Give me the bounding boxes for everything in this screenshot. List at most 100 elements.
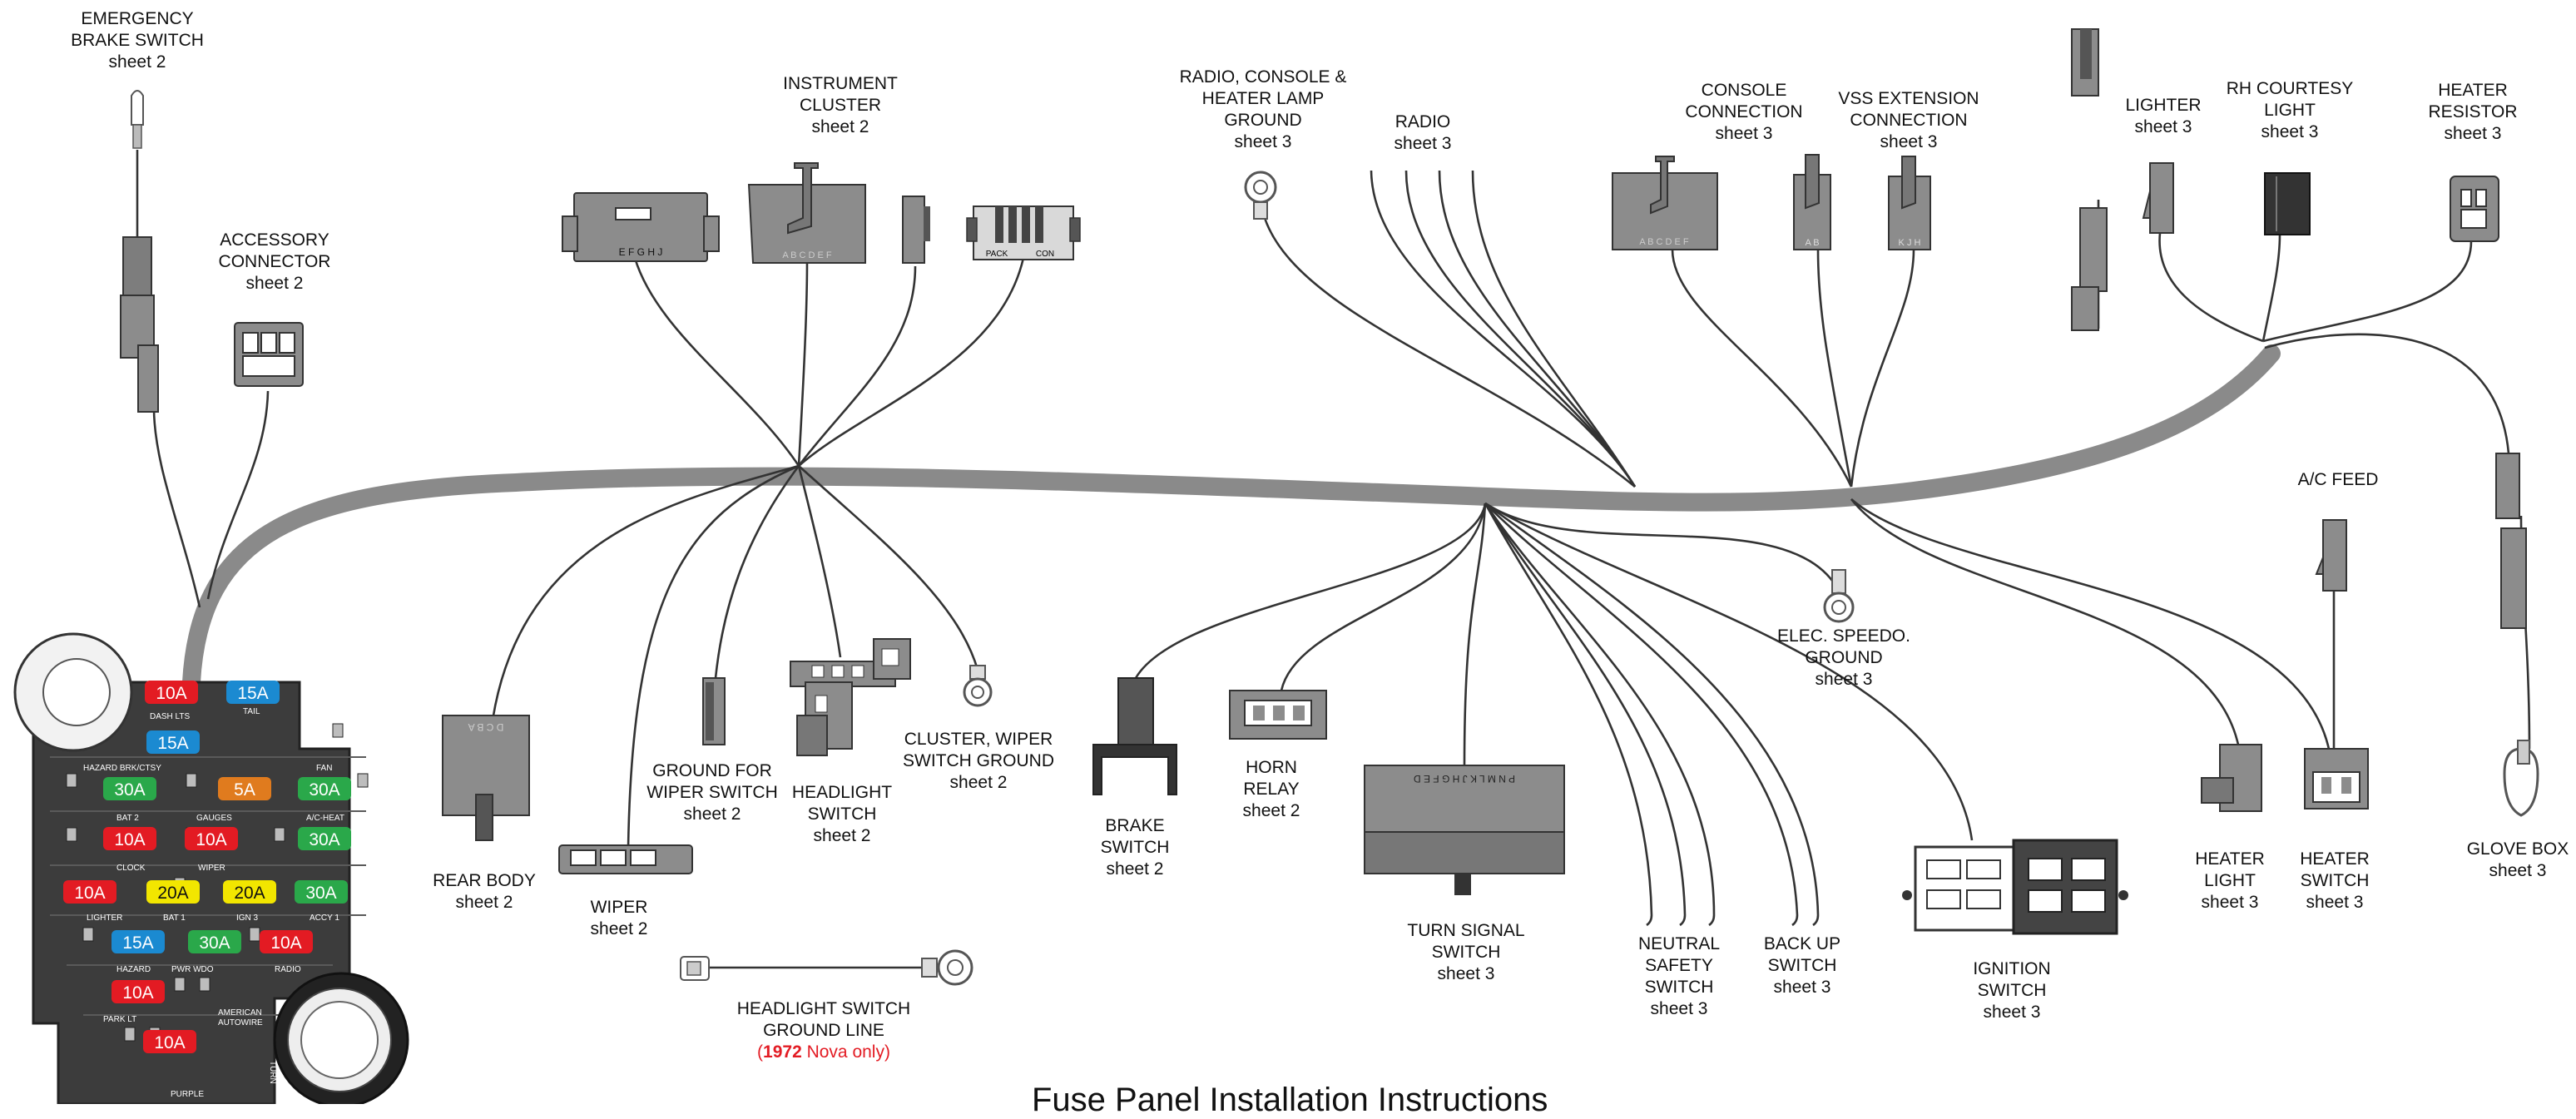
label-line: GROUND: [1805, 648, 1883, 667]
label-heater-resistor: HEATER RESISTOR sheet 3: [2429, 80, 2518, 145]
tall-connector: [2071, 28, 2108, 331]
note-text: Nova only): [801, 1042, 890, 1062]
label-line: sheet 2: [1106, 859, 1164, 879]
label-line: WIPER: [590, 898, 648, 917]
label-line: HEADLIGHT SWITCH: [736, 999, 911, 1018]
label-line: CLUSTER: [799, 96, 882, 115]
label-line: sheet 2: [1242, 801, 1300, 820]
headlight-ground-note: (1972 Nova only): [737, 1042, 910, 1063]
fuse-20a-label: 20A: [234, 884, 265, 903]
label-line: CONNECTION: [1685, 102, 1803, 121]
label-accessory: ACCESSORY CONNECTOR sheet 2: [219, 230, 331, 295]
fuse-10a: [185, 827, 238, 850]
courtesy-light-connector: [2264, 172, 2311, 235]
wires: [136, 150, 2531, 1104]
label-line: SWITCH: [1431, 943, 1501, 962]
fuse-30a-label: 30A: [305, 884, 336, 903]
label-line: sheet 2: [245, 274, 304, 293]
label-line: SWITCH GROUND: [903, 751, 1054, 770]
label-vss: VSS EXTENSION CONNECTION sheet 3: [1838, 88, 1979, 153]
fuse-10a-label: 10A: [270, 933, 301, 953]
label-heater-light: HEATER LIGHT sheet 3: [2195, 849, 2265, 914]
cluster-small-plug: [902, 196, 930, 264]
fuse-15a: [146, 730, 200, 754]
label-cluster-wiper-ground: CLUSTER, WIPER SWITCH GROUND sheet 2: [903, 729, 1054, 794]
vss-plug-kjh-pins: K J H: [1899, 238, 1921, 248]
fuse-10a: [260, 930, 313, 953]
circuit-gauges: GAUGES: [196, 814, 232, 823]
vss-plug-ab: A B: [1793, 154, 1831, 250]
label-line: LIGHT: [2204, 871, 2256, 890]
accessory-connector: [234, 322, 304, 387]
label-line: ELEC. SPEEDO.: [1777, 626, 1910, 646]
label-ground-wiper: GROUND FOR WIPER SWITCH sheet 2: [646, 760, 778, 825]
fuse-10a-label: 10A: [196, 830, 226, 849]
label-elec-speedo: ELEC. SPEEDO. GROUND sheet 3: [1777, 626, 1910, 691]
fuse-10a: [145, 681, 198, 704]
label-line: sheet 3: [1394, 134, 1452, 153]
fuse-15a: [111, 930, 165, 953]
label-rh-courtesy: RH COURTESY LIGHT sheet 3: [2227, 78, 2353, 143]
label-instrument-cluster: INSTRUMENT CLUSTER sheet 2: [783, 73, 898, 138]
glove-box-connector: [2495, 453, 2539, 817]
circuit-hazard-brk: HAZARD BRK/CTSY: [83, 764, 161, 773]
circuit-hazard: HAZARD: [116, 965, 151, 974]
label-line: ACCESSORY: [220, 230, 329, 250]
circuit-american: AMERICAN: [218, 1008, 262, 1017]
label-ignition: IGNITION SWITCH sheet 3: [1973, 958, 2050, 1023]
label-line: sheet 3: [1234, 132, 1292, 151]
fuse-15a-label: 15A: [157, 734, 188, 753]
label-line: HEATER LAMP: [1201, 89, 1325, 108]
label-radio-ground: RADIO, CONSOLE & HEATER LAMP GROUND shee…: [1180, 67, 1347, 153]
vss-plug-kjh: K J H: [1888, 156, 1931, 250]
emergency-brake-connector: [120, 90, 159, 413]
label-headlight-ground: HEADLIGHT SWITCH GROUND LINE (1972 Nova …: [737, 998, 910, 1063]
fuse-30a: [298, 827, 351, 850]
circuit-pwr-wdo: PWR WDO: [171, 965, 214, 974]
heater-light-connector: [2201, 744, 2262, 812]
circuit-fan: FAN: [316, 764, 332, 773]
fuse-20a: [146, 880, 200, 904]
ac-feed-connector: [2315, 519, 2347, 592]
label-line: SWITCH: [807, 805, 877, 824]
label-line: CLUSTER, WIPER: [904, 730, 1053, 749]
note-open-paren: (: [757, 1042, 764, 1062]
label-line: sheet 3: [2489, 861, 2547, 880]
ignition-switch-connector: [1902, 839, 2128, 935]
brake-switch-connector: [1092, 677, 1177, 795]
label-brake-switch: BRAKE SWITCH sheet 2: [1101, 815, 1170, 880]
turn-signal-connector: P N M L K J H G F E D: [1364, 765, 1565, 895]
fuse-30a: [298, 777, 351, 800]
fuse-10a: [63, 880, 116, 904]
label-line: LIGHT: [2264, 101, 2316, 120]
label-heater-switch: HEATER SWITCH sheet 3: [2300, 849, 2370, 914]
label-line: sheet 2: [949, 773, 1008, 792]
label-ac-feed: A/C FEED: [2298, 469, 2379, 491]
label-line: sheet 3: [1815, 670, 1873, 689]
label-line: sheet 3: [2261, 122, 2319, 141]
label-line: sheet 2: [108, 52, 166, 72]
label-line: sheet 3: [1715, 124, 1773, 143]
label-line: SWITCH: [1977, 981, 2047, 1000]
circuit-turn: TURN: [268, 1061, 277, 1084]
label-line: BRAKE SWITCH: [71, 31, 204, 50]
main-harness: [182, 344, 2281, 691]
con-label: CON: [1036, 250, 1054, 259]
fuse-30a: [188, 930, 241, 953]
label-line: HEATER: [2438, 81, 2508, 100]
label-line: HORN: [1246, 758, 1297, 777]
label-line: RADIO: [1395, 112, 1451, 131]
switch-wire-ends: [1646, 914, 1820, 927]
heater-resistor-connector: [2450, 176, 2499, 242]
fuse-20a: [223, 880, 276, 904]
rear-body-plug-pins: D C B A: [468, 721, 504, 733]
label-line: GROUND LINE: [763, 1021, 884, 1040]
instrument-cluster-plug: A B C D E F: [747, 162, 866, 264]
label-line: NEUTRAL: [1637, 934, 1721, 953]
label-radio: RADIO sheet 3: [1395, 111, 1452, 155]
label-wiper: WIPER sheet 2: [591, 897, 648, 940]
headlight-ground-line: [680, 949, 973, 986]
instrument-cluster-plug-pins: A B C D E F: [782, 250, 832, 260]
fuse-10a-label: 10A: [114, 830, 145, 849]
